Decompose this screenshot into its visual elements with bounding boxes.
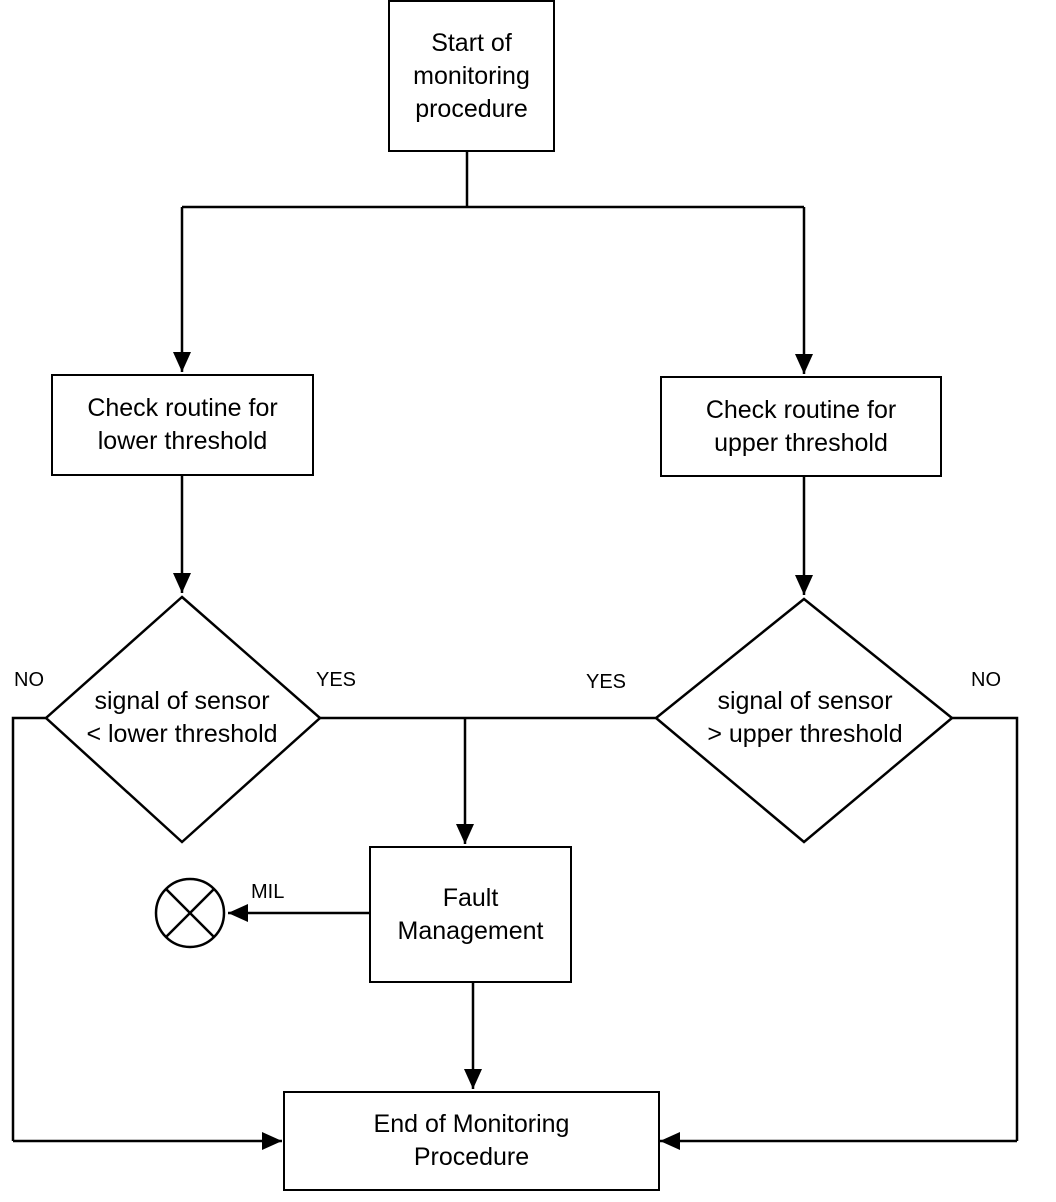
start-box: Start of monitoring procedure xyxy=(388,0,555,152)
check-upper-box: Check routine for upper threshold xyxy=(660,376,942,477)
check-lower-text: Check routine for lower threshold xyxy=(87,394,278,455)
label-yes-left: YES xyxy=(316,669,357,691)
fault-management-text: Fault Management xyxy=(397,883,544,945)
label-no-left: NO xyxy=(14,669,44,691)
connector-no-right xyxy=(952,716,1019,1141)
label-yes-right: YES xyxy=(586,671,627,693)
start-box-text: Start of monitoring procedure xyxy=(413,28,530,123)
end-box-text: End of Monitoring Procedure xyxy=(373,1110,570,1171)
label-no-right: NO xyxy=(971,669,1001,691)
check-lower-box: Check routine for lower threshold xyxy=(51,374,314,476)
decision-upper-text: signal of sensor > upper threshold xyxy=(707,687,903,748)
label-mil: MIL xyxy=(251,881,285,903)
end-box: End of Monitoring Procedure xyxy=(283,1091,660,1191)
connector-no-left xyxy=(11,716,46,1141)
decision-upper-diamond xyxy=(654,597,954,844)
check-upper-text: Check routine for upper threshold xyxy=(705,395,897,457)
decision-lower-diamond xyxy=(44,595,322,844)
mil-lamp-icon xyxy=(154,877,226,949)
decision-lower-text: signal of sensor < lower threshold xyxy=(86,687,278,748)
fault-management-box: Fault Management xyxy=(369,846,572,983)
